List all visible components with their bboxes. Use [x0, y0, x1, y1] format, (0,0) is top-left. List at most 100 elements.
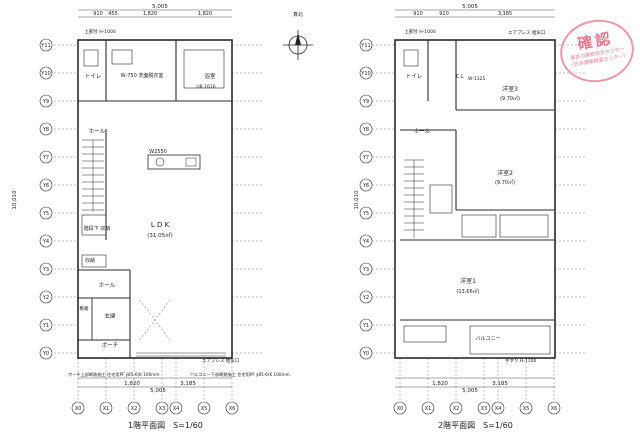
grid-label-y: Y5: [362, 211, 369, 217]
floor2-bed2-label: 洋室2: [497, 169, 513, 177]
floor2-cl-label: C.L: [456, 74, 464, 80]
floor1-dim-bottom-part1: 1,820: [124, 381, 140, 387]
floor2-hall-label: ホール: [414, 128, 431, 135]
grid-label-y: Y6: [362, 183, 369, 189]
grid-label-y: Y5: [42, 211, 49, 217]
grid-bubble-y: [359, 178, 373, 192]
closet: [461, 214, 497, 238]
grid-bubble-x: [421, 401, 435, 415]
floor2-bed2-area: (9.70㎡): [495, 179, 515, 186]
grid-bubble-x: [519, 401, 533, 415]
floor2-dim-top-part3: 3,185: [498, 11, 512, 17]
floor1-bath-label: 浴室: [204, 72, 216, 80]
floor2-dim-bottom-total: 5,005: [462, 388, 478, 394]
floor1-toilet-label: トイレ: [85, 74, 102, 80]
grid-label-x: X6: [551, 406, 558, 412]
washbasin: [111, 49, 133, 65]
kitchen-counter: [147, 154, 201, 170]
grid-label-y: Y0: [42, 351, 49, 357]
grid-label-y: Y9: [42, 99, 49, 105]
grid-label-y: Y6: [42, 183, 49, 189]
floor1-washroom-label: W-750 洗面脱衣室: [121, 72, 164, 79]
grid-label-y: Y9: [362, 99, 369, 105]
grid-bubble-y: [39, 38, 53, 52]
grid-bubble-y: [359, 234, 373, 248]
floor1-ub-size: UB 1616: [196, 84, 215, 90]
floor2-bed3-area: (9.70㎡): [500, 95, 520, 102]
grid-bubble-y: [359, 150, 373, 164]
floor1-storage-label: 収納: [85, 257, 95, 264]
floor1-hall2-label: ホール: [99, 282, 116, 289]
floor1-dim-left-total: 10,010: [12, 190, 18, 210]
grid-label-x: X4: [173, 406, 180, 412]
grid-label-x: X5: [201, 406, 208, 412]
grid-label-x: X5: [523, 406, 530, 412]
grid-bubble-y: [39, 150, 53, 164]
toilet-fixture: [403, 49, 419, 67]
grid-bubble-y: [39, 290, 53, 304]
bathtub: [183, 49, 225, 89]
floor1-caption: 1階平面図 S=1/60: [128, 420, 203, 430]
grid-label-y: Y3: [42, 267, 49, 273]
grid-label-x: X0: [75, 406, 82, 412]
grid-bubble-y: [359, 94, 373, 108]
toilet-fixture: [83, 49, 99, 67]
grid-bubble-y: [39, 318, 53, 332]
grid-bubble-y: [359, 66, 373, 80]
grid-label-y: Y4: [42, 239, 49, 245]
floor2-dim-bottom-part1: 1,820: [432, 381, 448, 387]
grid-bubble-y: [39, 122, 53, 136]
grid-label-x: X1: [425, 406, 432, 412]
grid-label-y: Y10: [40, 71, 50, 77]
closet: [499, 214, 549, 238]
stair-storage: [81, 214, 107, 236]
grid-bubble-y: [39, 206, 53, 220]
grid-label-x: X3: [159, 406, 166, 412]
floor1-dim-top-part3: 1,820: [143, 11, 157, 17]
floor1-top-note: 上部付 H-1000: [84, 28, 116, 35]
grid-bubble-x: [449, 401, 463, 415]
sink: [155, 157, 165, 167]
grid-bubble-x: [547, 401, 561, 415]
floor1-ldk-area: (31.05㎡): [147, 231, 173, 239]
floor1-shoebox-label: 靴箱: [80, 305, 89, 312]
floor2-dim-bottom-part2: 3,185: [492, 381, 508, 387]
closet: [403, 325, 447, 343]
grid-bubble-y: [359, 262, 373, 276]
floor1-dim-bottom-part2: 3,185: [180, 381, 196, 387]
floor2-bed1-label: 洋室1: [460, 277, 476, 285]
floor1-stair-storage-label: 階段下 収納: [84, 225, 111, 232]
door-swing: [139, 299, 171, 341]
floor1-entrance-label: 玄関: [104, 312, 116, 320]
grid-label-y: Y0: [362, 351, 369, 357]
floor2-balcony-label: バルコニー: [476, 336, 501, 342]
grid-label-y: Y4: [362, 239, 369, 245]
floor2-dim-left-total: 10,010: [354, 190, 360, 210]
grid-label-x: X2: [131, 406, 138, 412]
grid-bubble-y: [39, 94, 53, 108]
grid-label-y: Y11: [360, 43, 370, 49]
grid-bubble-y: [359, 206, 373, 220]
grid-label-y: Y7: [42, 155, 49, 161]
grid-bubble-x: [127, 401, 141, 415]
floor2-dim-top-part2: 910: [439, 11, 449, 17]
floor1-balcony-note: バルコニー下部断熱施工 住宅用PF ∮85-6(K 100mm: [190, 371, 290, 378]
grid-bubble-x: [477, 401, 491, 415]
floor2-dim-top-part1: 910: [413, 11, 423, 17]
grid-bubble-y: [39, 178, 53, 192]
floor1-dim-top-part1: 910: [93, 11, 103, 17]
exterior-wall: [77, 39, 233, 359]
floor1-dim-top-part4: 1,820: [198, 11, 212, 17]
grid-label-y: Y11: [40, 43, 50, 49]
grid-bubble-y: [39, 234, 53, 248]
balcony: [469, 325, 551, 355]
grid-bubble-x: [393, 401, 407, 415]
floor2-top-note: 上部付 H-1000: [404, 28, 436, 35]
grid-bubble-x: [71, 401, 85, 415]
grid-label-x: X0: [397, 406, 404, 412]
exterior-wall: [394, 39, 556, 359]
floor1-porch-label: ポーチ: [102, 342, 119, 349]
grid-label-x: X2: [453, 406, 460, 412]
